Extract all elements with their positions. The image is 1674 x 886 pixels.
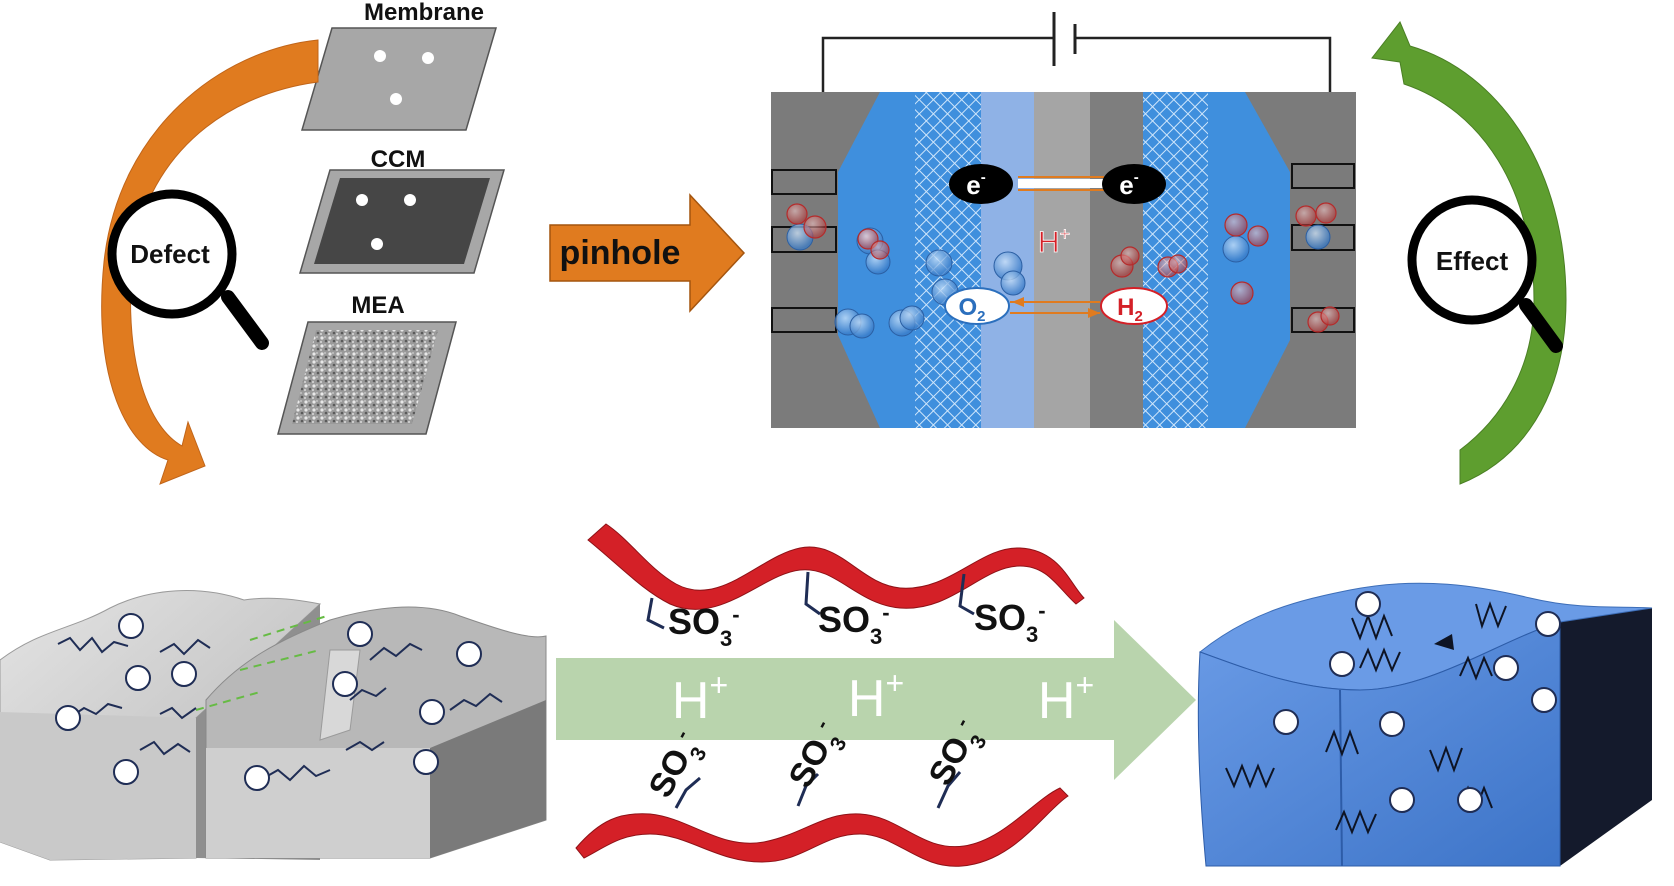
proton-label: H+ — [1038, 224, 1070, 259]
pore — [413, 749, 439, 775]
pore — [1457, 787, 1483, 813]
membrane-pinhole — [390, 93, 402, 105]
pore — [1535, 611, 1561, 637]
proton-label-2: H+ — [848, 665, 904, 728]
pore — [1379, 711, 1405, 737]
intact-membrane-block — [1197, 582, 1653, 867]
ccm-pinhole — [404, 194, 416, 206]
electron-crossover: e- e- — [949, 164, 1166, 204]
membrane-pinhole — [422, 52, 434, 64]
defective-membrane-block — [0, 590, 547, 861]
pinhole-arrow: pinhole — [549, 193, 746, 313]
ccm-pinhole — [371, 238, 383, 250]
oxygen-label: O2 — [958, 294, 985, 325]
pore — [1531, 687, 1557, 713]
pore — [244, 765, 270, 791]
polymer-backbone-top — [587, 523, 1085, 610]
electron-left-label: e- — [966, 169, 985, 200]
pore — [1329, 651, 1355, 677]
defect-magnifier-icon: Defect — [107, 189, 269, 350]
pore — [1273, 709, 1299, 735]
flow-channel — [771, 307, 837, 333]
effect-curved-arrow — [1371, 21, 1567, 485]
pore — [1493, 655, 1519, 681]
pore — [125, 665, 151, 691]
pore — [347, 621, 373, 647]
membrane-pinhole — [374, 50, 386, 62]
hydrogen-label: H2 — [1117, 294, 1143, 325]
layer-stack: Membrane CCM MEA — [277, 0, 505, 435]
mea-label: MEA — [351, 292, 404, 319]
proton-label-3: H+ — [1038, 667, 1094, 730]
pinhole-label: pinhole — [560, 234, 681, 272]
sulfonate-label: SO3- — [818, 599, 890, 649]
sulfonate-label: SO3- — [668, 601, 740, 651]
pore — [1355, 591, 1381, 617]
pore — [113, 759, 139, 785]
electron-left — [949, 164, 1013, 204]
membrane-layer — [1034, 92, 1090, 428]
pore — [171, 661, 197, 687]
pore — [419, 699, 445, 725]
hydrogen-molecule — [1100, 287, 1168, 325]
pore — [118, 613, 144, 639]
pore — [456, 641, 482, 667]
pore — [332, 671, 358, 697]
electron-right-label: e- — [1119, 169, 1138, 200]
mea-gdl — [292, 330, 438, 424]
pore — [55, 705, 81, 731]
proton-label-1: H+ — [672, 667, 728, 730]
ccm-pinhole — [356, 194, 368, 206]
electron-right — [1102, 164, 1166, 204]
oxygen-molecule — [944, 287, 1010, 325]
gas-crossover: O2 H2 — [944, 287, 1168, 325]
pore — [1389, 787, 1415, 813]
effect-label: Effect — [1436, 246, 1509, 276]
sulfonate-label: SO3- — [974, 597, 1046, 647]
membrane-sheet — [300, 27, 498, 131]
ccm-label: CCM — [371, 146, 426, 173]
proton-transport-arrow — [556, 620, 1196, 780]
hydrogen-bubbles — [786, 202, 1340, 333]
defect-curved-arrow — [101, 39, 319, 485]
flow-channel — [771, 169, 837, 195]
polymer-backbone-bottom — [575, 787, 1069, 867]
effect-magnifier-icon: Effect — [1407, 195, 1563, 353]
ccm-catalyst-layer — [314, 178, 490, 264]
fuel-cell: e- e- H+ O2 H2 — [771, 12, 1356, 428]
membrane-label: Membrane — [364, 0, 484, 26]
defect-label: Defect — [130, 239, 210, 269]
flow-channel — [1291, 163, 1355, 189]
proton-transport: H+ H+ H+ SO3- SO3- SO3- SO3- SO3- SO3- — [556, 523, 1196, 867]
external-circuit — [821, 12, 1332, 92]
cathode-gas-region — [1208, 92, 1290, 428]
